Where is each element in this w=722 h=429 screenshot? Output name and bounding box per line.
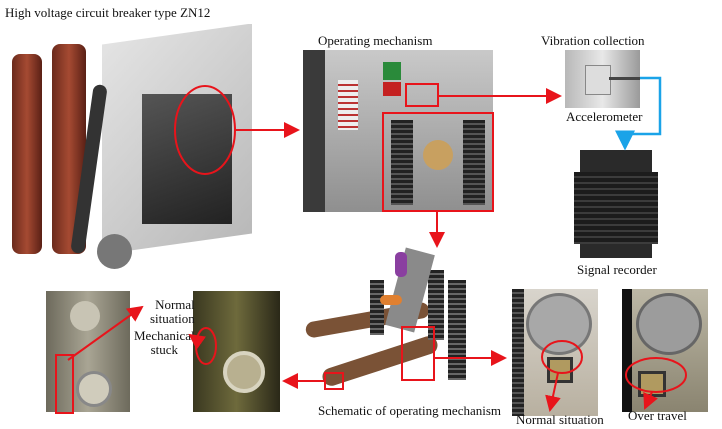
mechanism-highlight-box bbox=[382, 112, 494, 212]
normal-situation-label-right: Normal situation bbox=[516, 412, 604, 427]
signal-cable-line bbox=[615, 76, 662, 151]
mechanical-stuck-label: Mechanical stuck bbox=[134, 329, 195, 357]
accelerometer-label: Accelerometer bbox=[566, 109, 643, 124]
mechanism-schematic bbox=[300, 240, 500, 395]
over-travel-circle bbox=[625, 357, 687, 393]
arrow-to-normal-label-right bbox=[545, 372, 561, 412]
circuit-breaker-photo bbox=[2, 24, 264, 272]
accelerometer-photo bbox=[565, 50, 640, 108]
sensor-location-box bbox=[405, 83, 439, 107]
left-photo-box bbox=[55, 354, 74, 414]
schematic-label: Schematic of operating mechanism bbox=[318, 403, 502, 418]
mechanical-stuck-photo bbox=[193, 291, 280, 412]
schematic-box-left bbox=[324, 372, 344, 390]
normal-situation-photo-left bbox=[46, 291, 130, 412]
signal-recorder-label: Signal recorder bbox=[577, 262, 657, 277]
normal-situation-label-left: Normal situation bbox=[150, 298, 195, 326]
schematic-box-right bbox=[401, 326, 435, 381]
arrow-to-over-travel-label bbox=[643, 391, 658, 410]
stuck-line2: stuck bbox=[150, 342, 179, 357]
stuck-line1: Mechanical bbox=[134, 328, 195, 343]
arrow-to-normal-label bbox=[67, 305, 144, 361]
normal-line2: situation bbox=[150, 311, 195, 326]
normal-line1: Normal bbox=[155, 297, 195, 312]
vibration-collection-label: Vibration collection bbox=[541, 33, 645, 48]
normal-situation-photo-right bbox=[512, 289, 598, 416]
stuck-circle bbox=[195, 327, 217, 365]
signal-recorder-photo bbox=[572, 150, 660, 258]
operating-mechanism-photo bbox=[303, 50, 493, 212]
operating-mechanism-label: Operating mechanism bbox=[318, 33, 433, 48]
breaker-title: High voltage circuit breaker type ZN12 bbox=[5, 5, 211, 20]
over-travel-label: Over travel bbox=[628, 408, 687, 423]
arrow-to-stuck-label bbox=[188, 333, 207, 350]
normal-circle-right bbox=[541, 340, 583, 374]
breaker-highlight-circle bbox=[174, 85, 236, 175]
